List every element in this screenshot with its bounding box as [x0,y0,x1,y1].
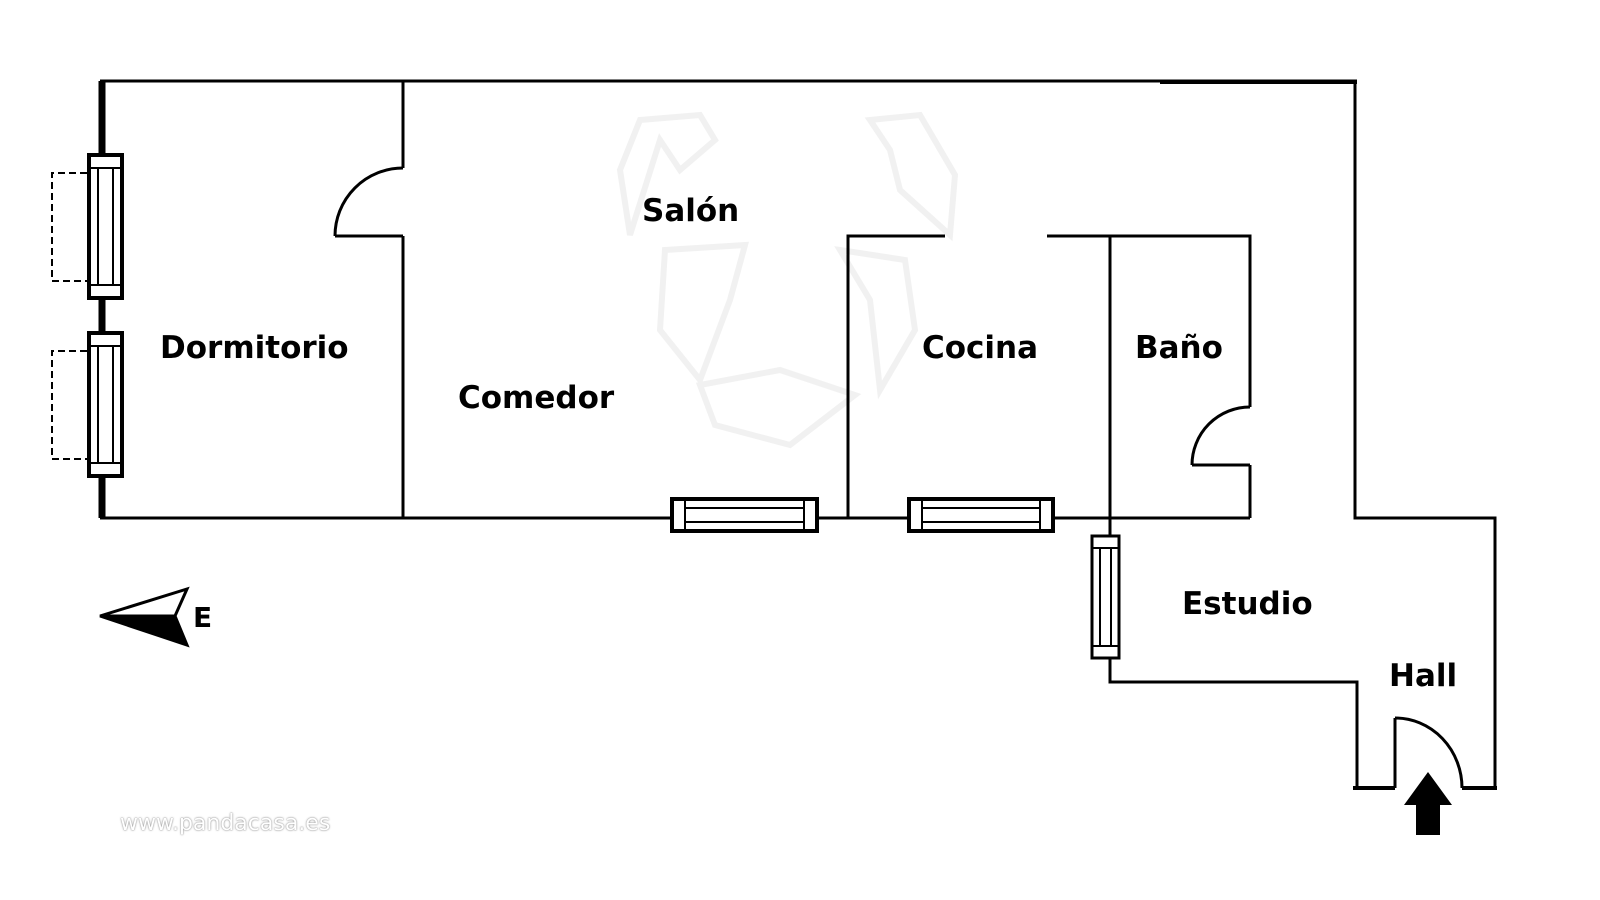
room-label-cocina: Cocina [922,330,1039,366]
watermark-url: www.pandacasa.es [120,811,331,836]
window-cocina [907,497,1055,533]
window-comedor [670,497,819,533]
room-label-bano: Baño [1135,330,1223,366]
compass-label: E [193,601,213,634]
walls [98,79,1497,790]
panda-watermark-logo [616,111,959,449]
entrance-arrow-icon [1404,772,1452,835]
room-label-hall: Hall [1389,658,1458,694]
window-dormitorio-1 [51,153,124,300]
room-label-salon: Salón [642,193,740,229]
windows [51,153,1121,660]
window-dormitorio-2 [51,331,124,478]
room-label-dormitorio: Dormitorio [160,330,349,366]
room-label-estudio: Estudio [1182,586,1313,622]
compass-arrow-icon [99,586,190,648]
window-estudio [1090,534,1121,660]
room-label-comedor: Comedor [458,380,615,416]
